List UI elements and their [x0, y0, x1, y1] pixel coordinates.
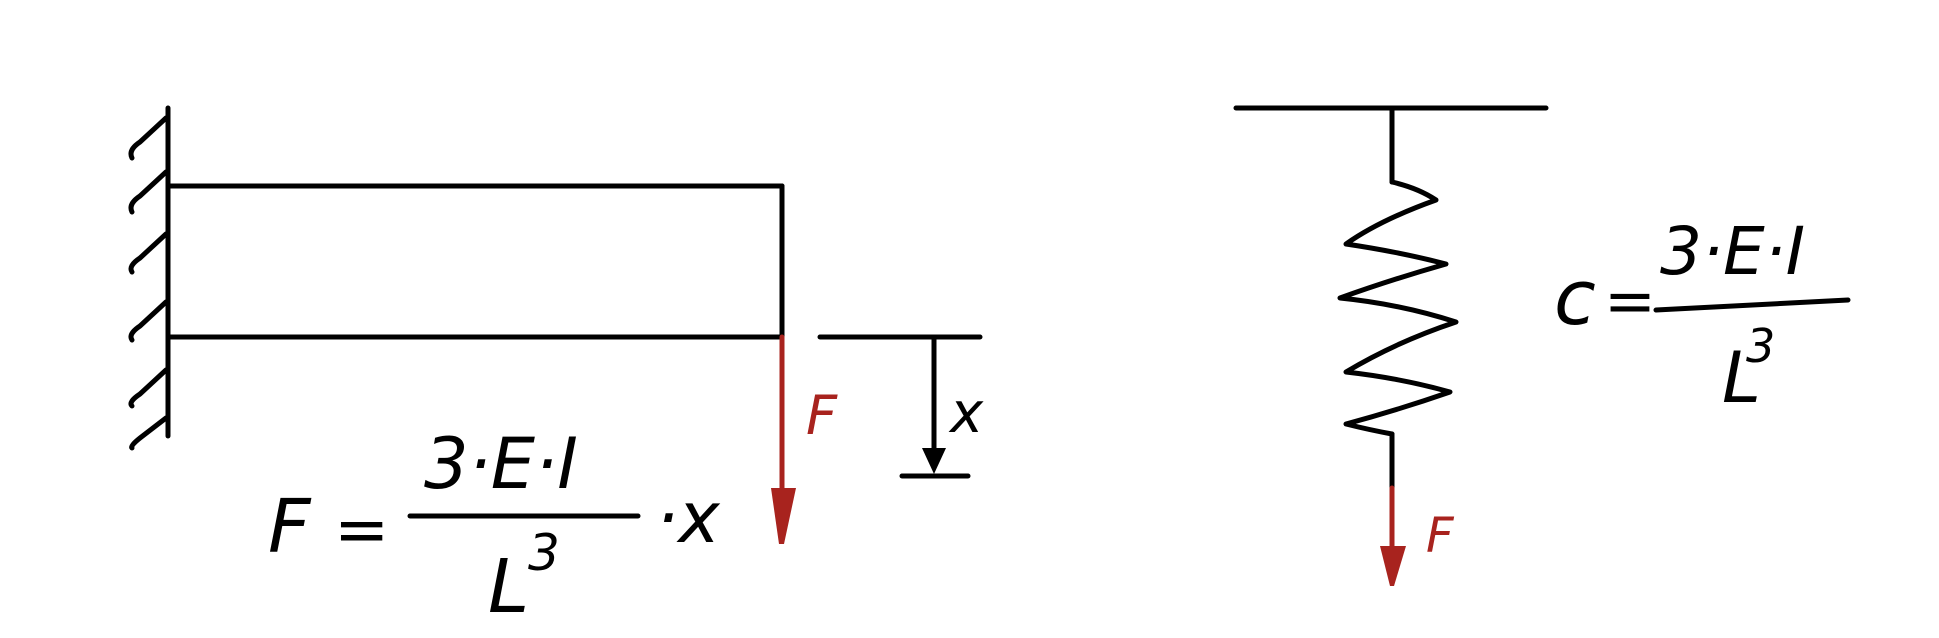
formula-denominator-exponent: 3 [1746, 319, 1775, 373]
formula-numerator: 3·E·I [424, 423, 578, 505]
spring-force-label: F [1426, 508, 1455, 564]
formula-equals: = [1604, 264, 1656, 337]
deflection-label: x [948, 381, 984, 446]
formula-multiplier: ·x [656, 477, 720, 559]
formula-equals: = [334, 491, 389, 568]
formula-denominator-base: L [488, 544, 529, 630]
beam [165, 183, 785, 340]
fraction-bar [1653, 297, 1851, 313]
formula-denominator-base: L [1722, 337, 1761, 419]
spring [1337, 105, 1459, 491]
spring-force-arrow [1380, 485, 1406, 586]
beam-force-formula: F = 3·E·I L 3 ·x [268, 423, 720, 630]
formula-lhs: c [1554, 253, 1596, 342]
spring-diagram: F c = 3·E·I L 3 [1233, 105, 1851, 586]
cantilever-diagram: F x F = 3·E·I L 3 ·x [128, 105, 984, 630]
tip-force-arrow [771, 334, 796, 544]
deflection-indicator [817, 334, 983, 479]
spring-constant-formula: c = 3·E·I L 3 [1554, 213, 1851, 419]
tip-force-label: F [806, 384, 838, 447]
formula-denominator-exponent: 3 [528, 524, 560, 582]
fixed-wall-support [128, 105, 171, 451]
formula-numerator: 3·E·I [1660, 213, 1805, 290]
formula-lhs: F [268, 484, 312, 570]
